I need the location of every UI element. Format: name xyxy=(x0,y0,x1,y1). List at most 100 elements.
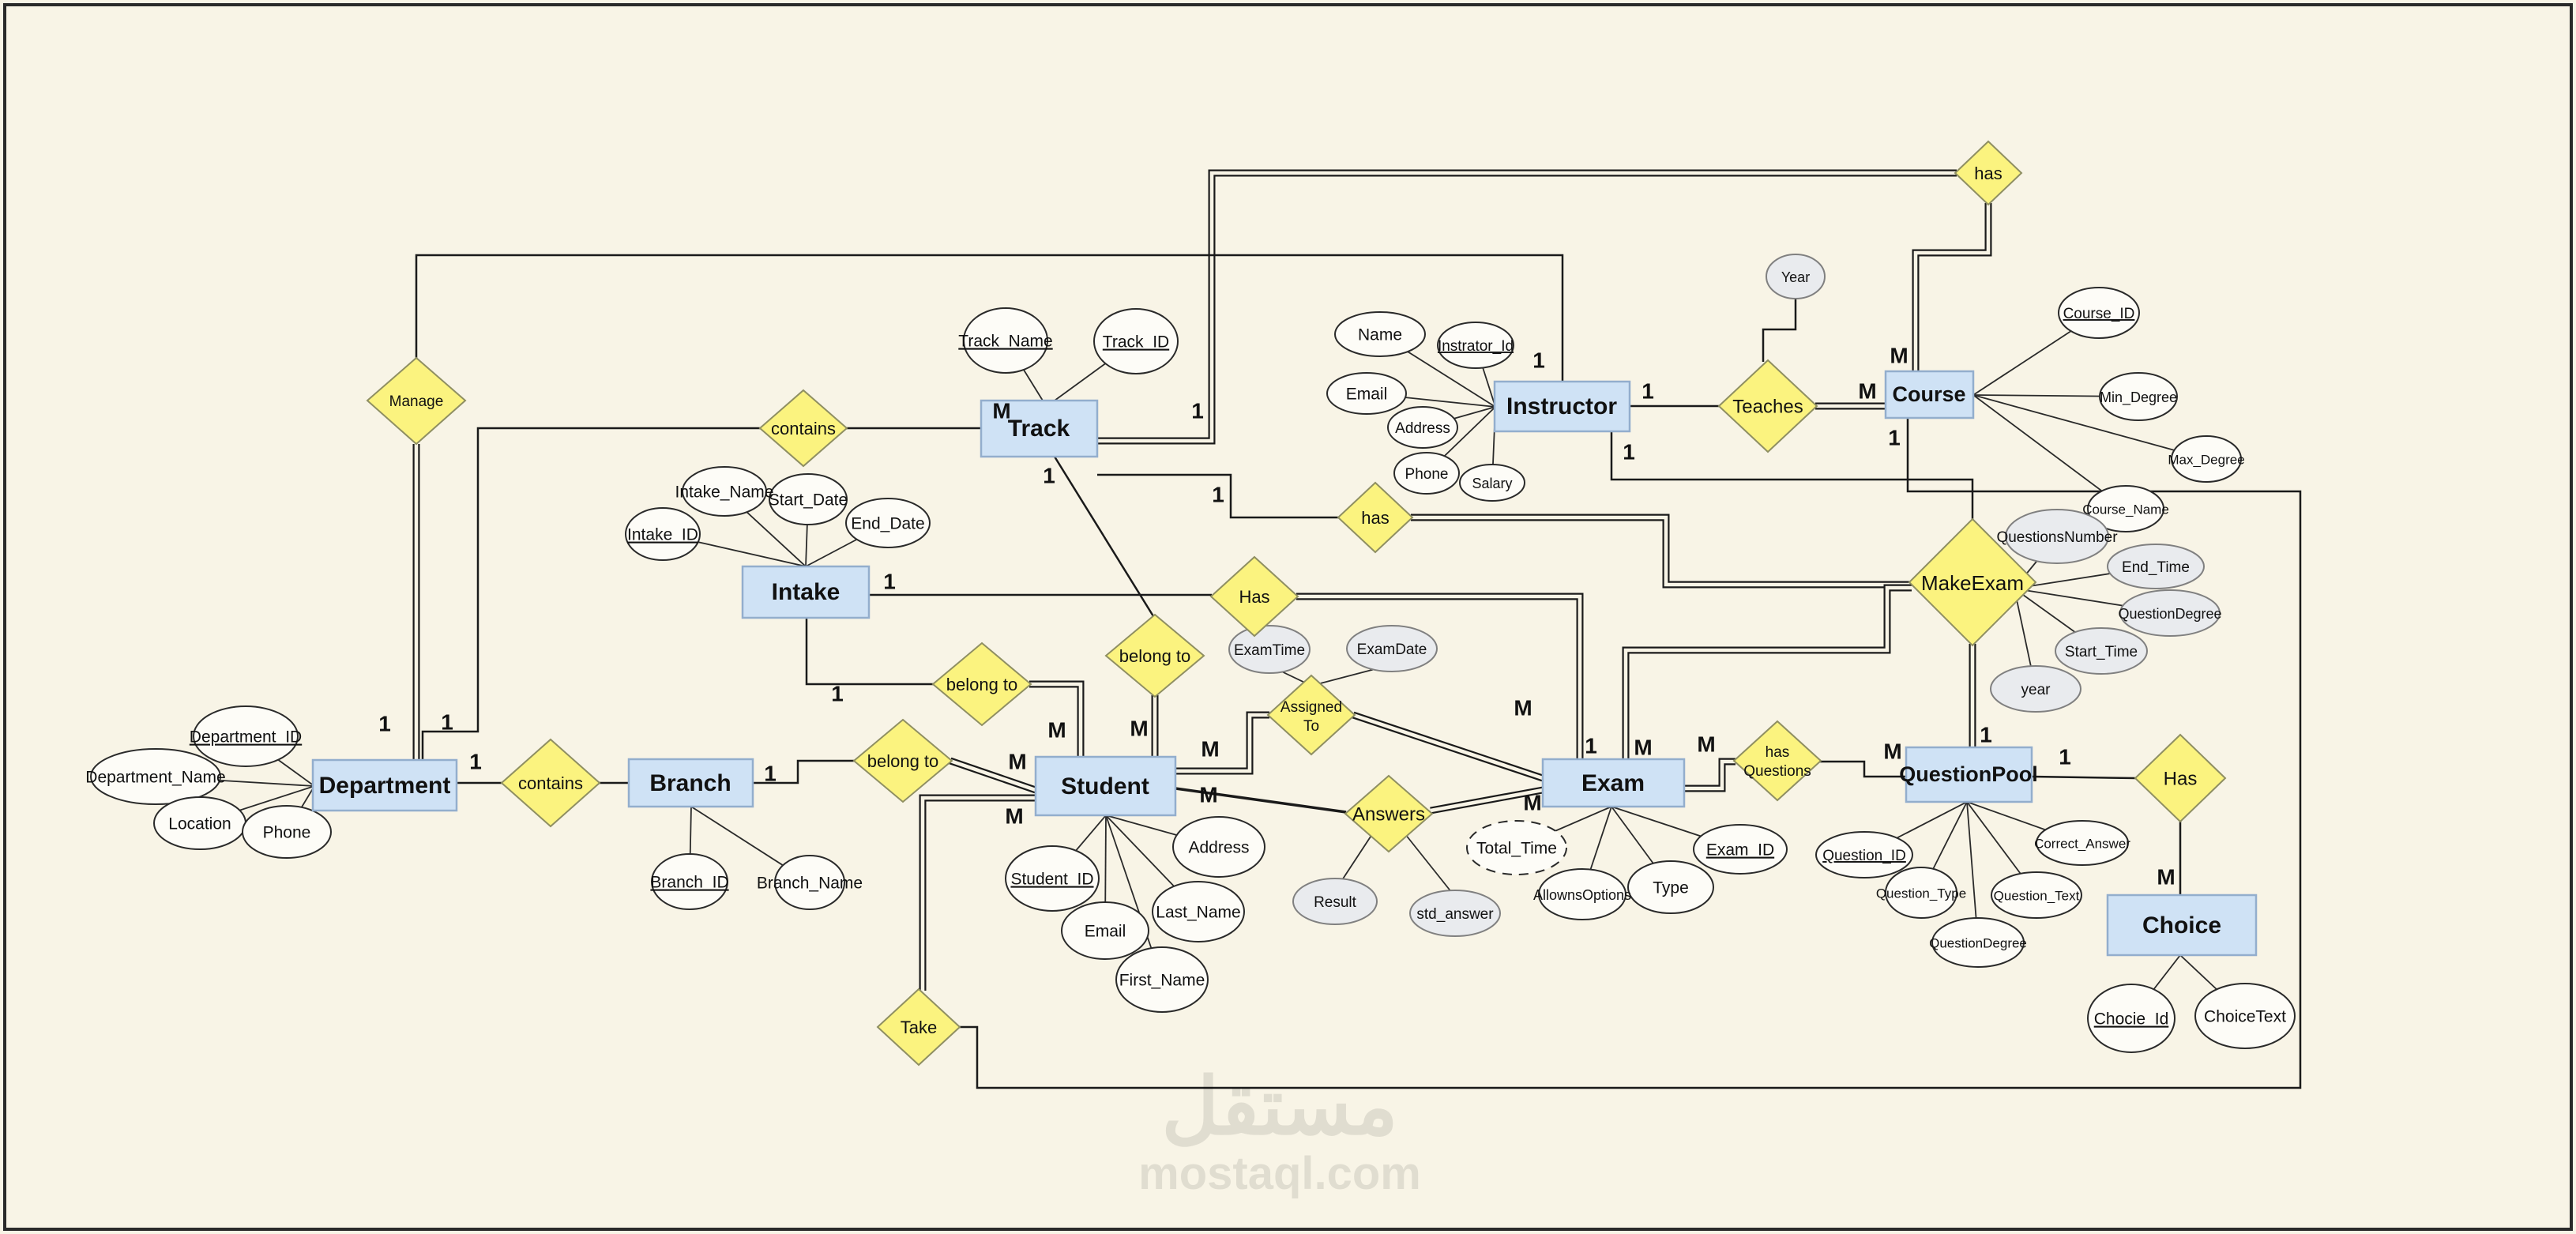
rel-contains-bottom xyxy=(500,738,601,828)
attr-label: Name xyxy=(1358,326,1402,344)
attr-label: std_answer xyxy=(1416,906,1494,923)
attr-label: Total_Time xyxy=(1476,840,1557,858)
entity-branch xyxy=(627,758,754,808)
attr-branch-name xyxy=(774,855,845,910)
attr-course-id xyxy=(2058,287,2140,339)
attr-year-makeexam xyxy=(1990,665,2081,713)
attr-course-name xyxy=(2087,485,2164,532)
attr-question-id xyxy=(1815,831,1913,878)
rel-label: Has xyxy=(1239,587,1269,607)
attr-allowns-options xyxy=(1538,868,1626,920)
attr-track-id xyxy=(1093,308,1179,374)
attr-label: Question_Type xyxy=(1876,886,1966,901)
attr-result xyxy=(1292,878,1378,925)
attr-label: Email xyxy=(1085,923,1126,941)
watermark: مستقل mostaql.com xyxy=(1138,1063,1421,1199)
rel-has-right xyxy=(2134,733,2227,823)
attr-end-date xyxy=(845,498,931,548)
attr-questions-number xyxy=(2005,509,2109,564)
attr-start-time xyxy=(2055,627,2148,675)
cardinality-label: 1 xyxy=(883,569,896,593)
rel-label: To xyxy=(1303,718,1319,735)
cardinality-label: 1 xyxy=(831,681,844,705)
attr-end-time xyxy=(2107,544,2205,589)
attr-label: Email xyxy=(1346,386,1388,404)
rel-label: Take xyxy=(901,1018,937,1037)
attr-label: Question_ID xyxy=(1822,848,1906,864)
attr-student-address xyxy=(1172,816,1265,878)
rel-answers xyxy=(1344,774,1434,853)
attr-label: End_Date xyxy=(851,515,924,533)
attr-label: Intake_ID xyxy=(627,526,698,544)
rel-contains-top xyxy=(758,389,848,468)
attr-label: Exam_ID xyxy=(1706,841,1774,860)
entity-department xyxy=(311,758,458,812)
attribute-shapes xyxy=(90,254,2296,1053)
rel-teaches xyxy=(1717,359,1818,453)
attr-exam-type xyxy=(1627,860,1714,914)
attr-instrator-id xyxy=(1437,322,1514,369)
attr-exam-date xyxy=(1346,625,1438,672)
entity-shapes xyxy=(311,370,2258,957)
rel-manage xyxy=(366,356,467,446)
single-connectors xyxy=(415,254,2302,1089)
cardinality-label: M xyxy=(1883,739,1901,763)
attr-max-degree xyxy=(2171,435,2242,483)
attr-exam-time xyxy=(1228,625,1311,674)
rel-label: Has xyxy=(2164,768,2198,789)
rel-label: Questions xyxy=(1743,763,1811,780)
attr-label: Last_Name xyxy=(1156,904,1240,922)
attr-label: QuestionsNumber xyxy=(1996,529,2118,546)
entity-label: Student xyxy=(1061,773,1149,799)
cardinality-label: M xyxy=(1514,695,1532,720)
rel-label: contains xyxy=(518,773,583,793)
cardinality-label: 1 xyxy=(378,711,391,736)
attr-label: Max_Degree xyxy=(2168,452,2244,467)
cardinality-label: M xyxy=(1201,736,1219,761)
cardinality-labels: 1 1 1 M 1 1 M 1 M 1 M 1 1 1 M 1 M 1 M 1 … xyxy=(378,343,2175,889)
attr-label: QuestionDegree xyxy=(2118,606,2221,622)
attr-correct-answer xyxy=(2036,820,2129,866)
cardinality-label: 1 xyxy=(2059,744,2071,769)
entity-label: Course xyxy=(1892,382,1965,406)
rel-makeexam xyxy=(1908,517,2037,647)
attr-label: Chocie_Id xyxy=(2094,1010,2169,1029)
attr-label: Branch_Name xyxy=(757,875,863,893)
attr-label: Start_Date xyxy=(769,491,848,510)
cardinality-label: M xyxy=(992,398,1010,423)
attr-department-id xyxy=(193,705,299,767)
cardinality-label: M xyxy=(1008,749,1026,773)
cardinality-label: 1 xyxy=(1191,398,1204,423)
rel-label: has xyxy=(1766,744,1790,761)
rel-has-small xyxy=(1337,481,1414,554)
attr-phone-dept xyxy=(242,805,332,859)
attr-label: Start_Time xyxy=(2065,644,2138,660)
watermark-site: mostaql.com xyxy=(1138,1148,1421,1199)
attr-student-email xyxy=(1061,901,1149,960)
entity-label: Exam xyxy=(1581,770,1645,796)
attr-label: ChoiceText xyxy=(2204,1008,2286,1026)
cardinality-label: 1 xyxy=(1585,733,1597,758)
rel-has-questions xyxy=(1732,720,1822,802)
rel-belong-to-branch xyxy=(852,718,953,803)
attr-label: Min_Degree xyxy=(2100,389,2177,406)
attr-label: Course_Name xyxy=(2082,502,2169,517)
double-connectors xyxy=(412,169,1992,991)
rel-label: has xyxy=(1361,508,1389,528)
cardinality-label: M xyxy=(1130,716,1148,740)
attr-label: Result xyxy=(1314,894,1357,911)
attr-label: Address xyxy=(1395,420,1450,437)
entity-course xyxy=(1884,370,1975,419)
attr-first-name xyxy=(1115,946,1209,1013)
cardinality-label: 1 xyxy=(469,749,482,773)
attr-label: Year xyxy=(1781,269,1810,285)
attr-label: End_Time xyxy=(2122,559,2190,576)
attr-label: Department_Name xyxy=(85,769,225,787)
entity-questionpool xyxy=(1905,746,2033,803)
attr-track-name xyxy=(963,307,1048,374)
attr-label: Question_Text xyxy=(1994,888,2080,903)
rel-label: Manage xyxy=(389,393,444,410)
cardinality-label: M xyxy=(1523,790,1541,815)
